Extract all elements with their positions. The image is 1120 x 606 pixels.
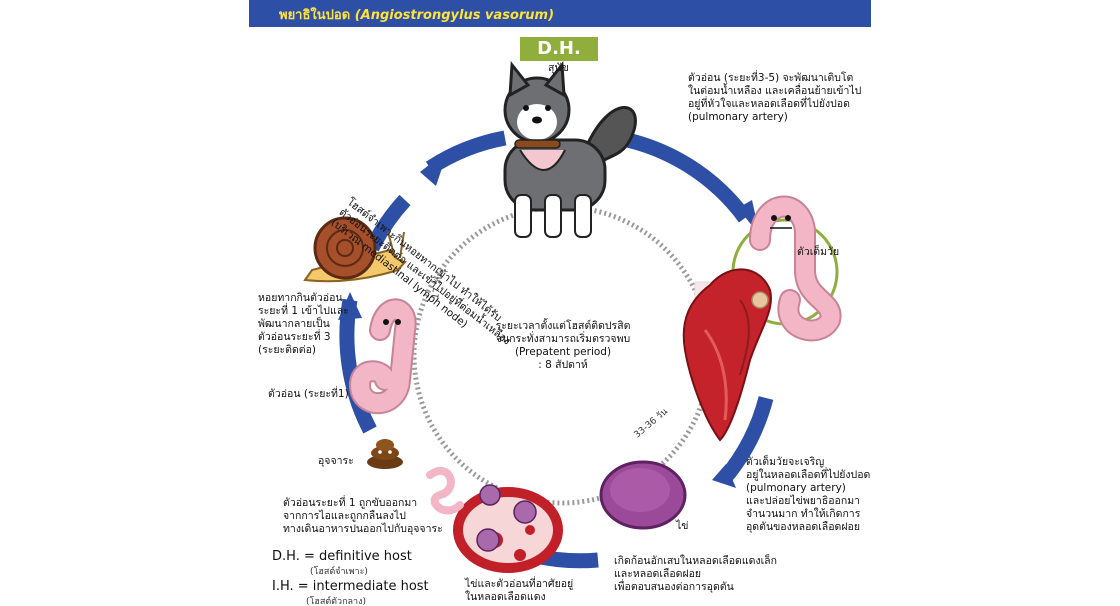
egg-label: ไข่ (676, 520, 689, 532)
prepatent-period-text: ระยะเวลาตั้งแต่โฮสต์ติดปรสิต จนกระทั่งสา… (495, 320, 631, 371)
cycle-arrow-top-right (616, 130, 752, 223)
arrowhead-to-dog (420, 150, 448, 186)
egg-larva-vessel-text: ไข่และตัวอ่อนที่อาศัยอยู่ ในหลอดเลือดแดง (465, 578, 574, 603)
dog-illustration (503, 61, 637, 238)
snail-illustration (303, 216, 407, 283)
egg-illustration (599, 460, 687, 530)
dog-label: สุนัข (548, 62, 569, 74)
vessel-illustration (426, 466, 563, 573)
title-latin: (Angiostrongylus vasorum) (354, 8, 555, 23)
cycle-arrow-right (719, 396, 774, 483)
l1-excreted-text: ตัวอ่อนระยะที่ 1 ถูกขับออกมา จากการไอและ… (283, 497, 443, 535)
legend-ih: I.H. = intermediate host (272, 579, 429, 594)
adult-description: ตัวเต็มวัยจะเจริญ อยู่ในหลอดเลือดที่ไปยั… (746, 456, 871, 533)
arrowhead-to-snail (338, 292, 362, 320)
legend-dh-thai: (โฮสต์จำเพาะ) (310, 567, 368, 577)
legend-ih-thai: (โฮสต์ตัวกลาง) (306, 597, 366, 606)
larva-migration-text: ตัวอ่อน (ระยะที่3-5) จะพัฒนาเติบโต ในต่อ… (688, 72, 862, 123)
arrowhead-to-egg (712, 464, 736, 488)
heart-illustration (682, 268, 772, 442)
adult-label: ตัวเต็มวัย (797, 246, 840, 258)
l1-label: ตัวอ่อน (ระยะที่1) (268, 388, 349, 400)
feces-illustration (367, 439, 403, 469)
feces-label: อุจจาระ (318, 455, 354, 467)
header-banner: พยาธิในปอด (Angiostrongylus vasorum) (249, 0, 871, 27)
title-thai: พยาธิในปอด (279, 8, 351, 23)
page-title: พยาธิในปอด (Angiostrongylus vasorum) (279, 4, 554, 25)
egg-description: เกิดก้อนอักเสบในหลอดเลือดแดงเล็ก และหลอด… (614, 555, 777, 593)
snail-eats-text: หอยทากกินตัวอ่อน ระยะที่ 1 เข้าไปและ พัฒ… (258, 292, 349, 356)
dh-badge: D.H. (520, 37, 598, 61)
l1-worm-illustration (348, 298, 417, 415)
legend-dh: D.H. = definitive host (272, 549, 412, 564)
